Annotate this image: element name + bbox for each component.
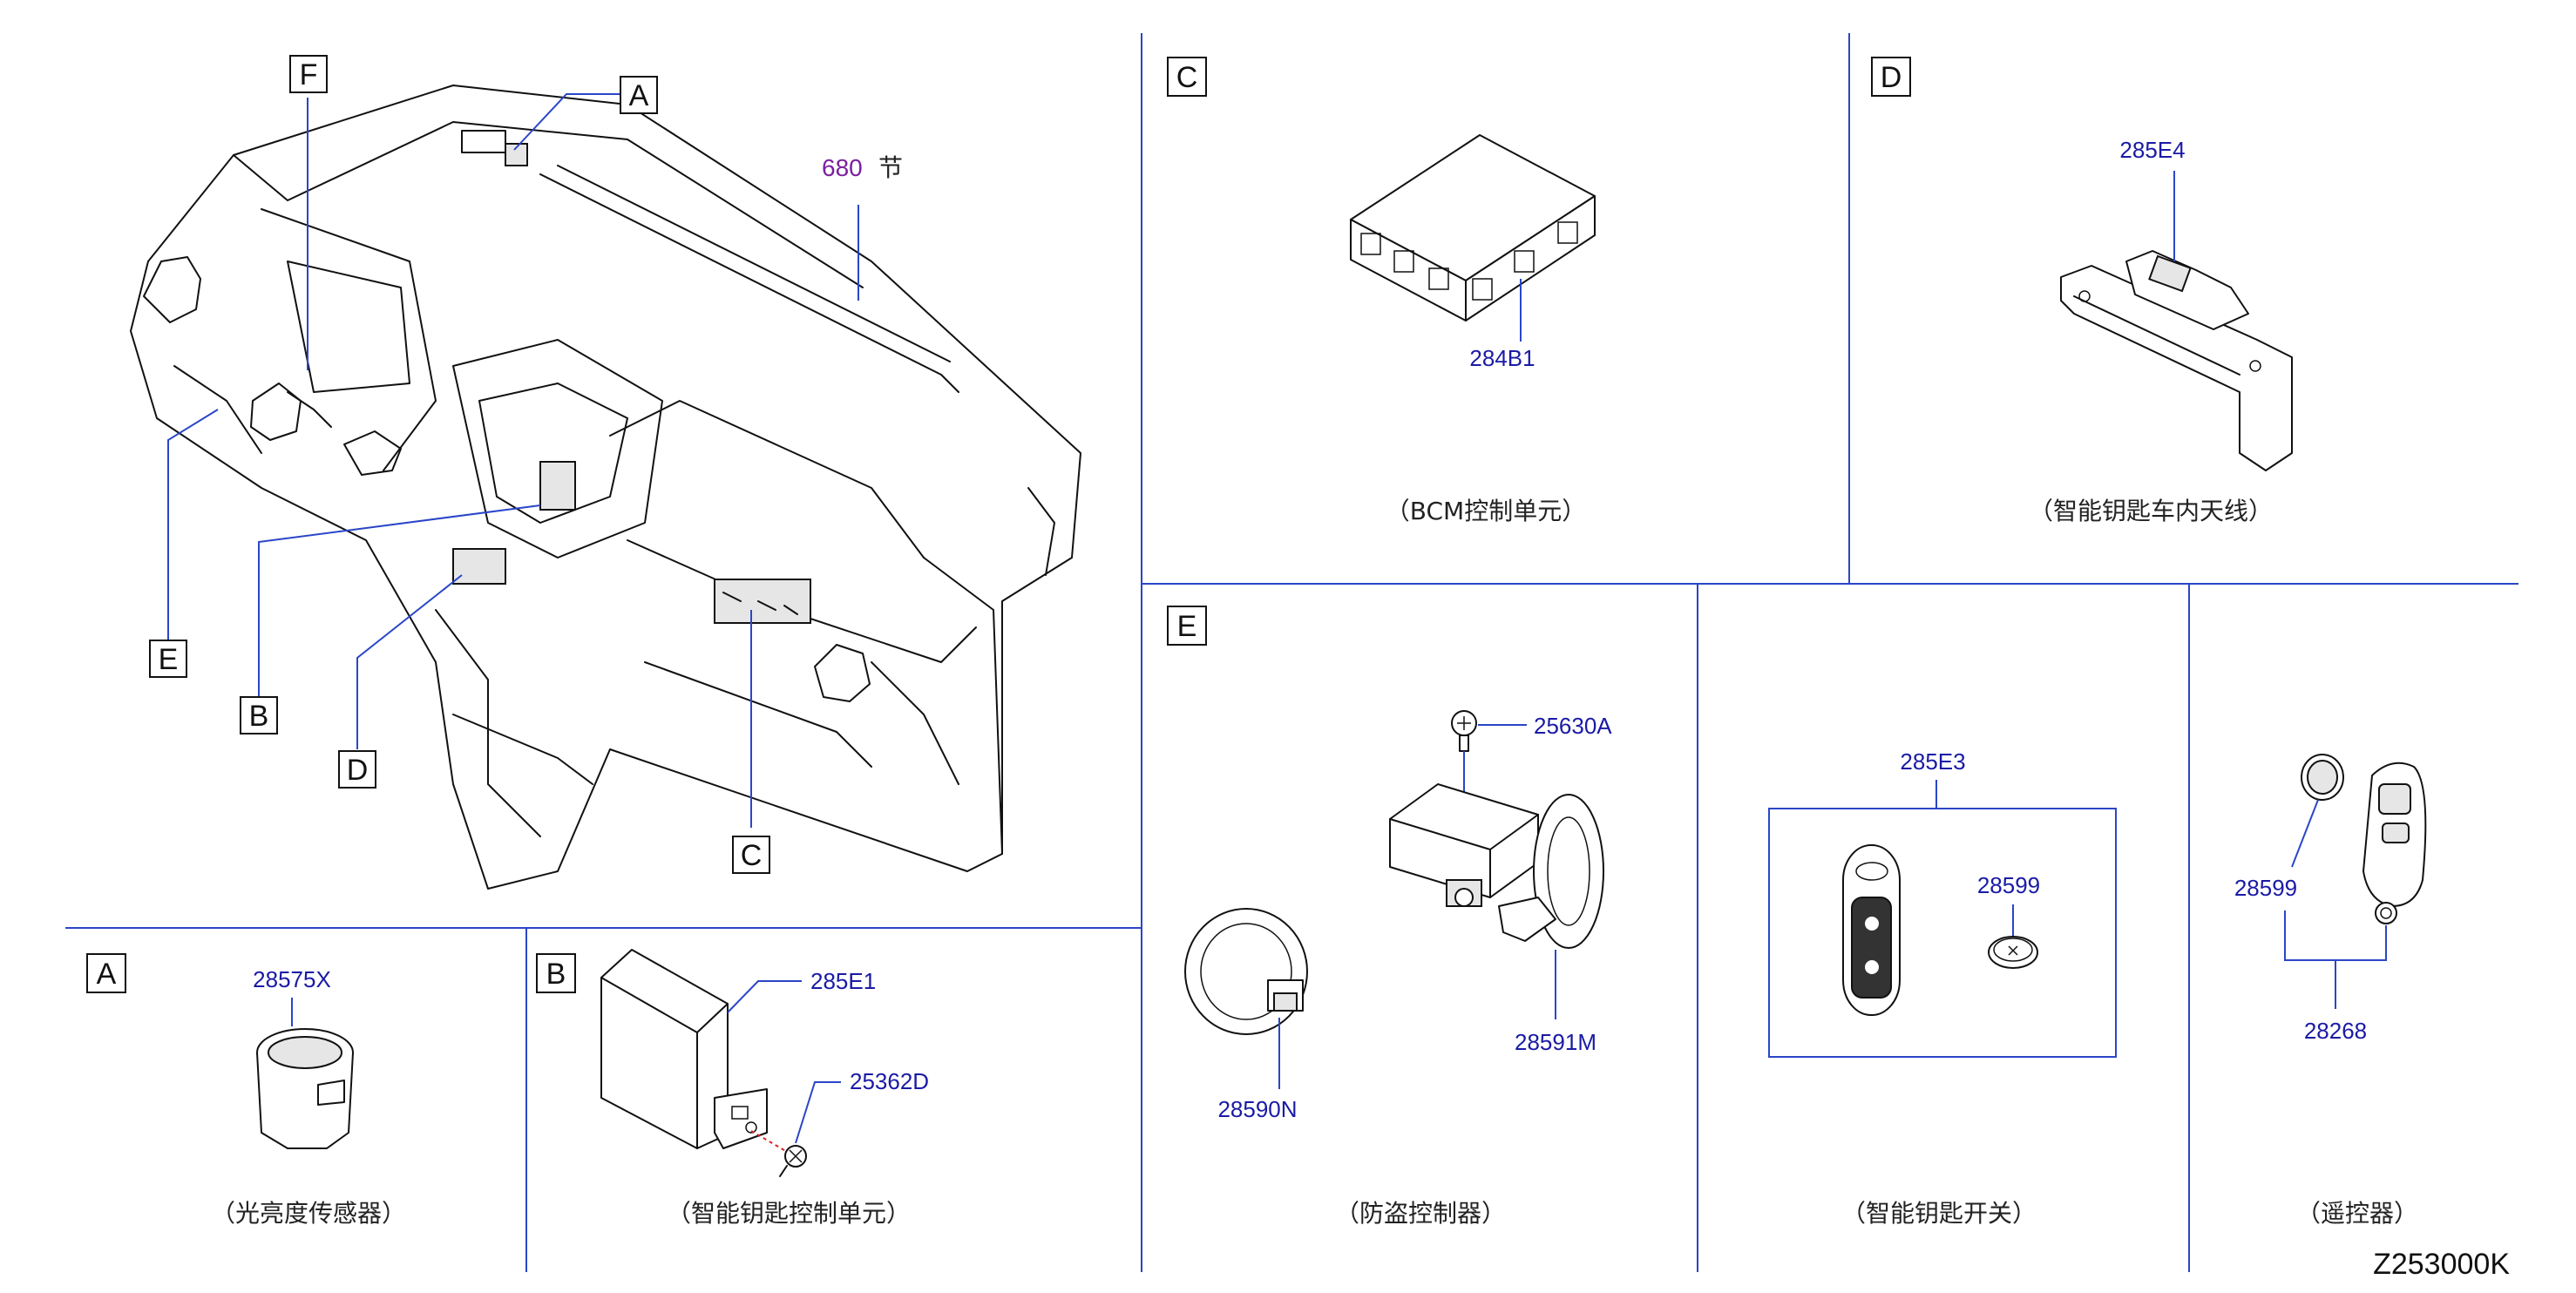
dashboard-overview (130, 85, 1081, 890)
screw-25630a-drawing (1451, 710, 1477, 752)
overview-callouts: F A E B D C (149, 55, 770, 874)
panel-smart-key: 285E3 28599 （智能钥匙开关） (1768, 748, 2117, 1228)
antenna-ring-drawing (1184, 908, 1308, 1035)
part-25362d: 25362D (850, 1068, 929, 1094)
part-285e3: 285E3 (1900, 748, 1965, 775)
section-unit: 节 (878, 153, 903, 182)
module-b-small (539, 461, 576, 511)
panel-c: C 284B1 （BCM控制单元） (1167, 57, 1596, 525)
overview-leaders (167, 93, 859, 828)
part-285e1: 285E1 (810, 968, 876, 994)
immobilizer-unit-drawing (1389, 783, 1604, 949)
section-reference: 680 节 (822, 153, 903, 182)
bcm-unit-drawing (1350, 134, 1596, 322)
smart-key-fob-drawing (1842, 844, 1901, 1016)
panel-d-caption: （智能钥匙车内天线） (2029, 497, 2273, 525)
remote-fob-drawing (2362, 762, 2427, 924)
callout-c: C (741, 839, 763, 872)
dashboard-outline (130, 85, 1081, 890)
part-28268: 28268 (2304, 1018, 2367, 1044)
panel-b: B 285E1 25362D （智能钥匙控制单元） (536, 949, 929, 1228)
vent-left (143, 256, 201, 323)
panel-e-caption: （防盗控制器） (1335, 1199, 1506, 1228)
callout-d: D (347, 754, 369, 787)
remote-caption: （遥控器） (2296, 1199, 2418, 1228)
top-sensor (461, 130, 506, 153)
callout-a: A (629, 79, 649, 112)
section-number: 680 (822, 154, 863, 181)
smart-key-caption: （智能钥匙开关） (1841, 1199, 2037, 1228)
part-25630a: 25630A (1534, 713, 1612, 739)
panel-b-caption: （智能钥匙控制单元） (667, 1199, 911, 1228)
panel-e-letter: E (1177, 610, 1197, 643)
coin-battery-drawing (1988, 936, 2038, 969)
bcm-module-small (714, 579, 811, 624)
vent-right (814, 644, 871, 702)
panel-a-letter: A (97, 958, 117, 991)
panel-d: D 285E4 （智能钥匙车内天线） (1871, 57, 2293, 525)
remote-battery-drawing (2301, 754, 2344, 801)
callout-f: F (300, 58, 318, 91)
panel-remote: 28599 28268 （遥控器） (2234, 754, 2427, 1228)
module-d-small (452, 548, 506, 585)
screw-25362d-drawing (779, 1145, 807, 1177)
diagram-code: Z253000K (2373, 1248, 2510, 1281)
callout-e: E (159, 643, 179, 676)
panel-a: A 28575X （光亮度传感器） (86, 953, 406, 1228)
panel-d-letter: D (1881, 61, 1902, 94)
panel-e: E 25630A 28591M 28590N （防盗控制器） (1167, 606, 1612, 1228)
light-sensor-drawing (256, 1028, 354, 1149)
part-284b1: 284B1 (1469, 345, 1535, 371)
smart-key-group-box (1768, 808, 2117, 1058)
part-285e4: 285E4 (2119, 137, 2185, 163)
part-28575x: 28575X (253, 966, 331, 992)
panel-a-caption: （光亮度传感器） (211, 1199, 406, 1228)
part-28590n: 28590N (1217, 1096, 1297, 1122)
part-28599-remote: 28599 (2234, 875, 2297, 901)
panel-dividers (65, 33, 2518, 1272)
panel-c-caption: （BCM控制单元） (1386, 497, 1586, 525)
smart-key-unit-drawing (600, 949, 768, 1149)
callout-b: B (249, 700, 269, 733)
panel-c-letter: C (1176, 61, 1198, 94)
part-28599-smart: 28599 (1977, 872, 2040, 898)
antenna-drawing (2060, 250, 2293, 471)
part-28591m: 28591M (1515, 1029, 1596, 1055)
vent-center (250, 382, 302, 441)
panel-b-letter: B (546, 958, 566, 991)
